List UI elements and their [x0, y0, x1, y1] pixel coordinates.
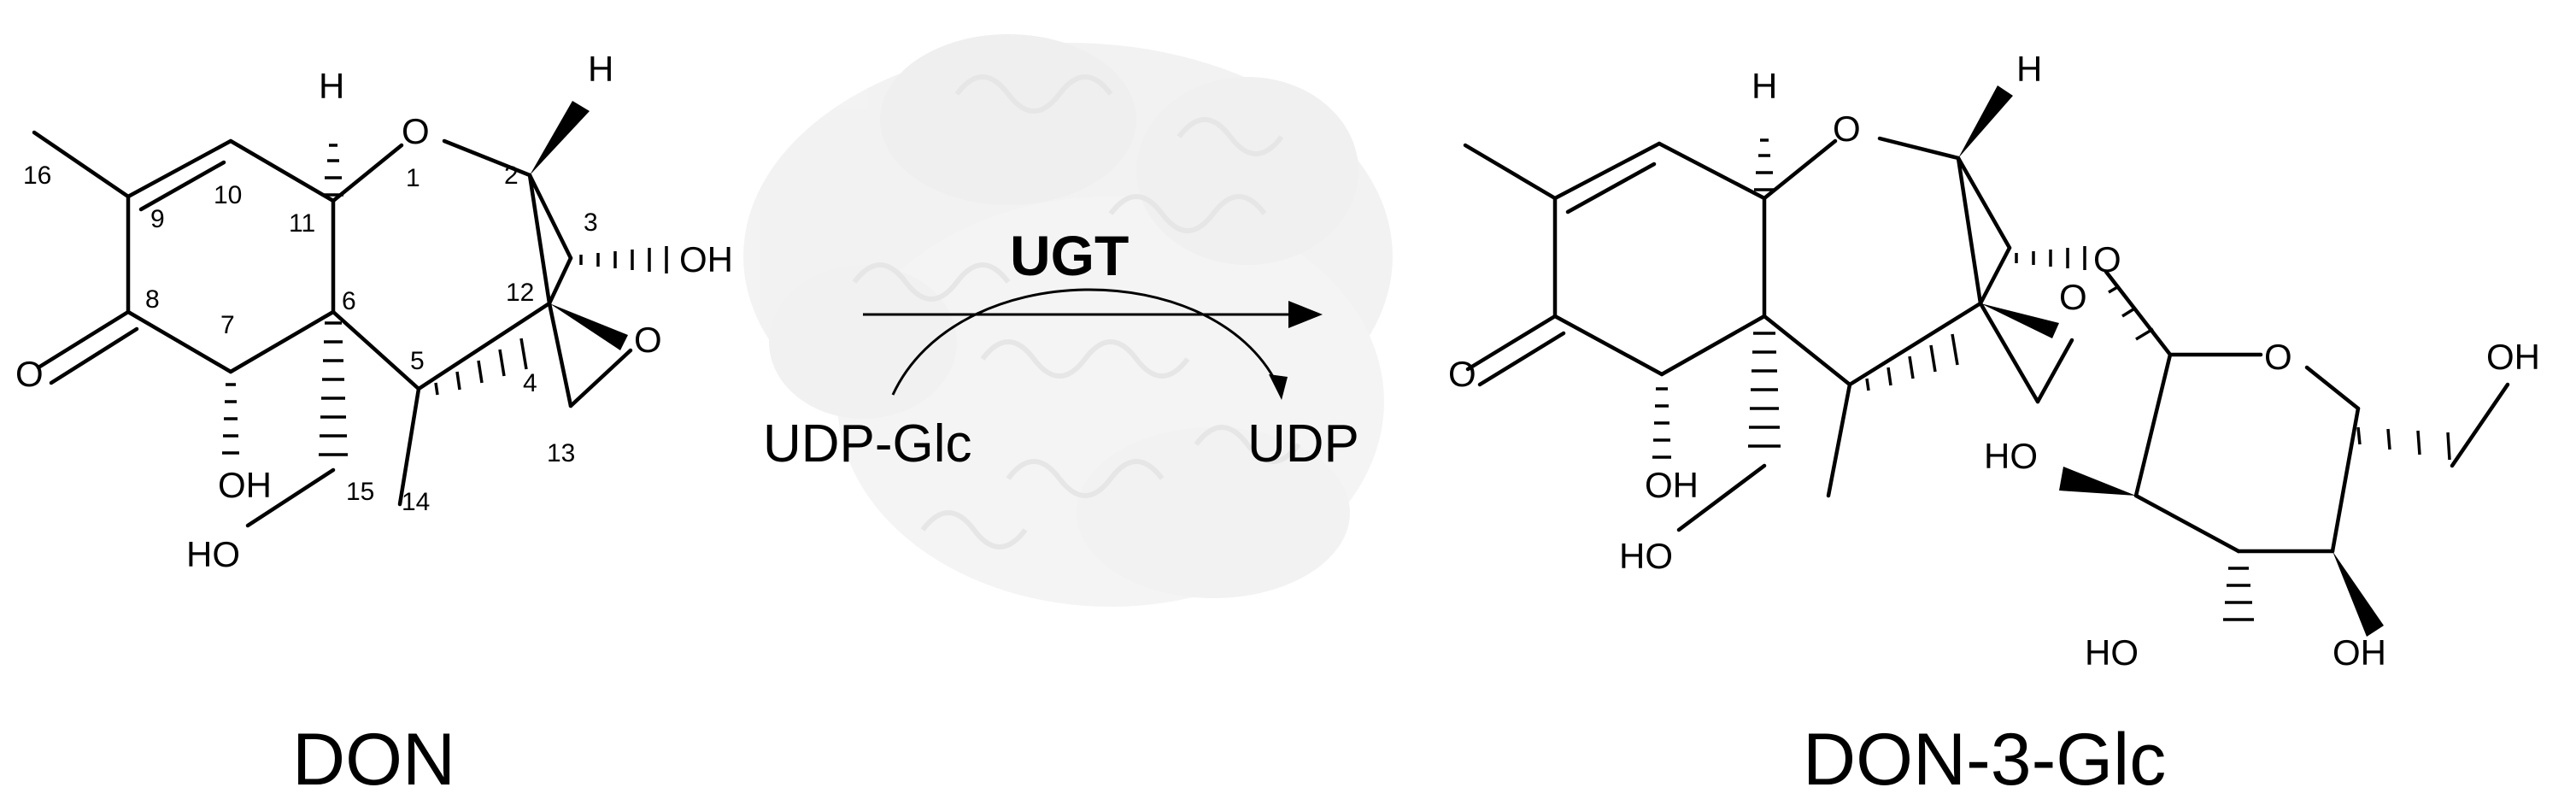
don-atom-o-epoxide: O	[634, 320, 662, 360]
don-name-label: DON	[292, 719, 455, 801]
reaction-arrow-head	[1288, 301, 1323, 328]
don-number-15: 15	[346, 478, 374, 506]
don-number-13: 13	[547, 439, 575, 467]
glc-atom-ho-c4p: HO	[1984, 436, 2038, 476]
don-atom-oh-c3: OH	[679, 239, 733, 279]
don-atom-ho-c15: HO	[186, 534, 240, 574]
enzyme-label: UGT	[1010, 224, 1129, 287]
don-number-8: 8	[145, 285, 160, 314]
glc-atom-ho-c3p: HO	[2085, 632, 2139, 673]
glc-atom-o-epoxide: O	[2059, 277, 2087, 317]
reaction-arrow-group: UGT UDP-Glc UDP	[763, 224, 1359, 473]
don-number-2: 2	[504, 162, 519, 190]
don-number-7: 7	[220, 311, 235, 339]
don-3-glc-name-label: DON-3-Glc	[1803, 719, 2166, 801]
don-atom-o-ring: O	[402, 111, 430, 151]
don-3-glc-bonds	[1463, 85, 2510, 637]
glc-atom-h-right: H	[2016, 49, 2042, 89]
don-number-14: 14	[402, 488, 430, 516]
don-atom-h-top: H	[319, 66, 344, 106]
glc-atom-o-glycosidic: O	[2093, 239, 2121, 279]
cosubstrate-arrow-head	[1269, 374, 1288, 400]
don-number-10: 10	[214, 181, 242, 209]
don-number-11: 11	[289, 209, 315, 238]
protein-structure-image	[743, 34, 1393, 607]
glc-atom-oh-c6p: OH	[2486, 337, 2540, 377]
don-number-12: 12	[506, 279, 534, 307]
don-number-4: 4	[523, 369, 537, 397]
cosubstrate-arrow	[891, 288, 1279, 396]
don-number-5: 5	[410, 347, 425, 375]
don-atom-oh-c7: OH	[218, 465, 272, 505]
don-atom-o-ketone: O	[15, 354, 44, 394]
glc-atom-oh-c2p: OH	[2332, 632, 2386, 673]
glc-atom-h-top: H	[1752, 66, 1777, 106]
don-3-glc-structure: H O H O O O OH HO O OH HO HO OH DON-3-Gl…	[1448, 49, 2540, 801]
don-atom-h-right: H	[588, 49, 613, 89]
don-number-6: 6	[342, 287, 356, 315]
don-number-9: 9	[150, 205, 165, 233]
glc-atom-ho-c15: HO	[1619, 536, 1673, 576]
cosubstrate-label: UDP-Glc	[763, 414, 972, 473]
glc-atom-o-sugar-ring: O	[2264, 337, 2292, 377]
glc-atom-oh-c7: OH	[1645, 465, 1699, 505]
coproduct-label: UDP	[1247, 414, 1359, 473]
don-bonds	[32, 101, 668, 528]
don-number-16: 16	[23, 162, 51, 190]
glc-atom-o-ring: O	[1833, 109, 1861, 149]
don-number-3: 3	[584, 209, 598, 237]
glc-atom-o-ketone: O	[1448, 354, 1476, 394]
don-structure: H O H OH O O OH HO 16 10 9 1 2 11 3 8 6 …	[15, 49, 733, 801]
don-number-1: 1	[406, 164, 420, 192]
